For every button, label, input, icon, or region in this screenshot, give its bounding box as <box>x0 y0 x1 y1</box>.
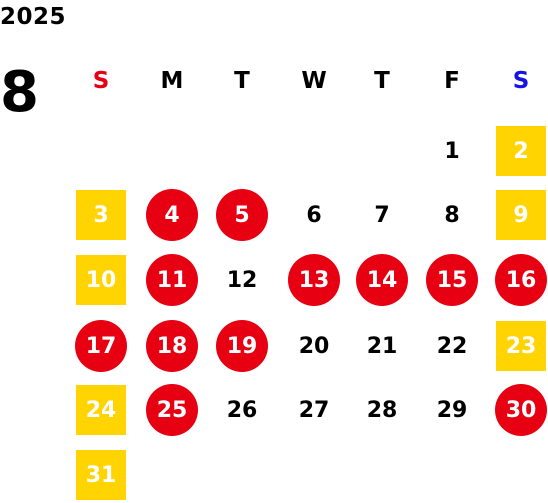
day-cell: 12 <box>226 267 258 293</box>
day-cell: 28 <box>366 397 398 423</box>
day-cell: 13 <box>288 254 340 306</box>
day-cell: 8 <box>444 202 460 228</box>
day-cell: 21 <box>366 333 398 359</box>
weekday-wednesday: W <box>301 68 327 94</box>
day-cell: 16 <box>495 254 547 306</box>
day-cell: 9 <box>496 190 546 240</box>
day-cell: 26 <box>226 397 258 423</box>
day-cell: 3 <box>76 190 126 240</box>
day-cell: 27 <box>298 397 330 423</box>
day-cell: 1 <box>444 138 460 164</box>
weekday-friday: F <box>444 68 460 94</box>
day-cell: 17 <box>75 320 127 372</box>
day-cell: 22 <box>436 333 468 359</box>
day-cell: 5 <box>216 189 268 241</box>
day-cell: 11 <box>146 254 198 306</box>
day-cell: 25 <box>146 384 198 436</box>
day-cell: 30 <box>495 384 547 436</box>
day-cell: 2 <box>496 126 546 176</box>
weekday-sunday: S <box>92 68 110 94</box>
weekday-monday: M <box>160 68 184 94</box>
day-cell: 31 <box>76 450 126 500</box>
calendar-month: 8 <box>0 60 39 125</box>
day-cell: 19 <box>216 320 268 372</box>
day-cell: 14 <box>356 254 408 306</box>
day-cell: 4 <box>146 189 198 241</box>
weekday-tuesday: T <box>234 68 250 94</box>
day-cell: 24 <box>76 385 126 435</box>
day-cell: 7 <box>374 202 390 228</box>
weekday-thursday: T <box>374 68 390 94</box>
calendar-year: 2025 <box>0 4 67 30</box>
day-cell: 29 <box>436 397 468 423</box>
day-cell: 18 <box>146 320 198 372</box>
day-cell: 15 <box>426 254 478 306</box>
day-cell: 23 <box>496 321 546 371</box>
day-cell: 6 <box>306 202 322 228</box>
day-cell: 10 <box>76 255 126 305</box>
weekday-saturday: S <box>512 68 530 94</box>
day-cell: 20 <box>298 333 330 359</box>
